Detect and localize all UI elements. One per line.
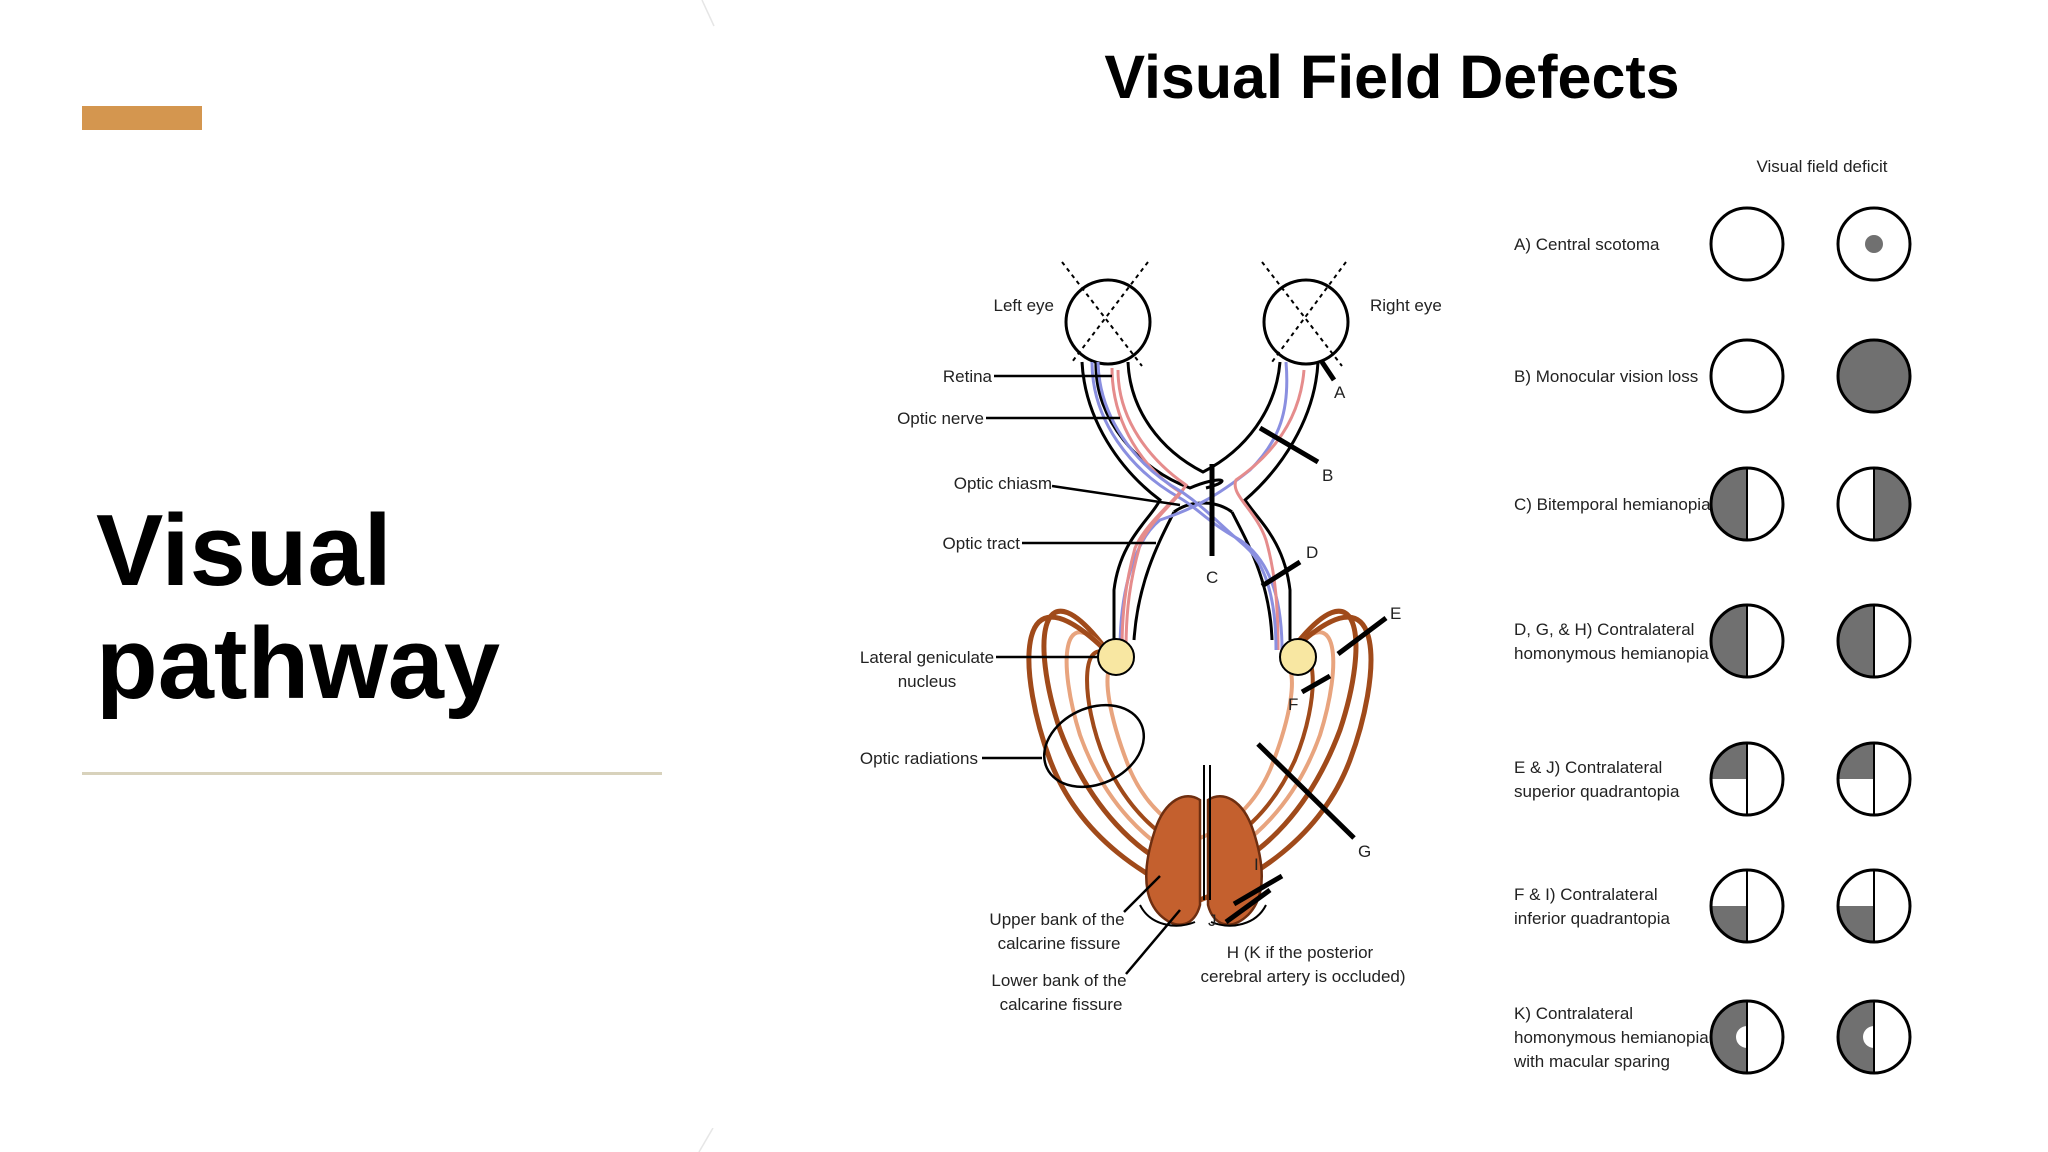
deficit-row: D, G, & H) Contralateral homonymous hemia… xyxy=(1514,603,1912,679)
optic-radiations-outline xyxy=(1042,703,1146,789)
right-eye-field xyxy=(1836,868,1912,944)
right-eye-field xyxy=(1836,603,1912,679)
label-optic-tract: Optic tract xyxy=(943,534,1021,553)
left-eye xyxy=(1061,261,1152,367)
left-eye-field xyxy=(1709,603,1785,679)
left-eye-field xyxy=(1709,466,1785,542)
deficit-row: K) Contralateral homonymous hemianopia wit… xyxy=(1513,999,1912,1075)
structure-labels: Left eye Right eye Retina Optic nerve Op… xyxy=(860,296,1442,1014)
label-lgn-line-1: Lateral geniculate xyxy=(860,648,994,667)
visual-cortex xyxy=(1139,765,1267,927)
deficit-label-line: A) Central scotoma xyxy=(1514,235,1660,254)
deficit-label-line: homonymous hemianopia xyxy=(1514,1028,1709,1047)
deficit-label-line: K) Contralateral xyxy=(1514,1004,1633,1023)
lgn-right xyxy=(1279,638,1317,676)
right-eye-field xyxy=(1836,338,1912,414)
deficit-row: C) Bitemporal hemianopia xyxy=(1514,466,1912,542)
right-eye-field xyxy=(1836,999,1912,1075)
left-eye-field xyxy=(1709,868,1785,944)
label-retina: Retina xyxy=(943,367,993,386)
retinal-fibers xyxy=(1090,361,1306,651)
deficit-label-line: E & J) Contralateral xyxy=(1514,758,1662,777)
lgn-left xyxy=(1097,638,1135,676)
deficit-label-line: C) Bitemporal hemianopia xyxy=(1514,495,1711,514)
right-eye-field xyxy=(1836,741,1912,817)
title-divider xyxy=(82,772,662,775)
accent-bar xyxy=(82,106,202,130)
deficit-row: F & I) Contralateral inferior quadrantopi… xyxy=(1514,868,1912,944)
deficit-label-line: inferior quadrantopia xyxy=(1514,909,1670,928)
lesion-letter-e: E xyxy=(1390,604,1401,623)
deficit-label-line: F & I) Contralateral xyxy=(1514,885,1658,904)
deficit-column-header: Visual field deficit xyxy=(1756,157,1887,176)
label-lower-bank-line-1: Lower bank of the xyxy=(991,971,1126,990)
lesion-letters: A B C D E F G I J xyxy=(1206,383,1401,930)
label-lgn-line-2: nucleus xyxy=(898,672,957,691)
deficit-label-line: D, G, & H) Contralateral xyxy=(1514,620,1694,639)
label-optic-nerve: Optic nerve xyxy=(897,409,984,428)
lesion-letter-f: F xyxy=(1288,695,1298,714)
lesion-letter-c: C xyxy=(1206,568,1218,587)
optic-pathway-outline xyxy=(1080,361,1320,641)
deficit-row: B) Monocular vision loss xyxy=(1514,338,1912,414)
label-left-eye: Left eye xyxy=(994,296,1055,315)
deficit-label-line: homonymous hemianopia xyxy=(1514,644,1709,663)
slide-title: Visual pathway xyxy=(96,495,616,721)
decorative-diagonal-top xyxy=(701,0,715,27)
label-upper-bank-line-1: Upper bank of the xyxy=(989,910,1124,929)
label-upper-bank-line-2: calcarine fissure xyxy=(998,934,1121,953)
label-h-note-line-1: H (K if the posterior xyxy=(1227,943,1374,962)
left-eye-field xyxy=(1709,741,1785,817)
label-right-eye: Right eye xyxy=(1370,296,1442,315)
lesion-letter-i: I xyxy=(1254,855,1259,874)
left-eye-field xyxy=(1709,206,1785,282)
lesion-letter-b: B xyxy=(1322,466,1333,485)
slide-title-line-1: Visual xyxy=(96,495,392,607)
right-eye-field xyxy=(1836,206,1912,282)
lesion-letter-j: J xyxy=(1208,911,1217,930)
decorative-diagonal-bottom xyxy=(698,1128,714,1152)
left-eye-field xyxy=(1709,338,1785,414)
lesion-letter-d: D xyxy=(1306,543,1318,562)
label-optic-radiations: Optic radiations xyxy=(860,749,978,768)
right-eye xyxy=(1261,261,1350,367)
slide-title-line-2: pathway xyxy=(96,608,501,720)
deficit-label-line: superior quadrantopia xyxy=(1514,782,1680,801)
label-h-note-line-2: cerebral artery is occluded) xyxy=(1200,967,1405,986)
label-lower-bank-line-2: calcarine fissure xyxy=(1000,995,1123,1014)
label-leader-lines xyxy=(982,374,1181,975)
left-eye-field xyxy=(1709,999,1785,1075)
lesion-letter-a: A xyxy=(1334,383,1346,402)
pathway-drawing xyxy=(982,261,1388,975)
label-optic-chiasm: Optic chiasm xyxy=(954,474,1052,493)
deficit-rows: A) Central scotoma B) Monocular vision lo… xyxy=(1513,206,1912,1075)
lesion-markers xyxy=(1209,360,1388,925)
figure-title: Visual Field Defects xyxy=(1104,43,1679,111)
deficit-label-line: with macular sparing xyxy=(1513,1052,1670,1071)
deficit-row: E & J) Contralateral superior quadrantopi… xyxy=(1514,741,1912,817)
lesion-letter-g: G xyxy=(1358,842,1371,861)
deficit-row: A) Central scotoma xyxy=(1514,206,1912,282)
right-eye-field xyxy=(1836,466,1912,542)
deficit-label-line: B) Monocular vision loss xyxy=(1514,367,1698,386)
